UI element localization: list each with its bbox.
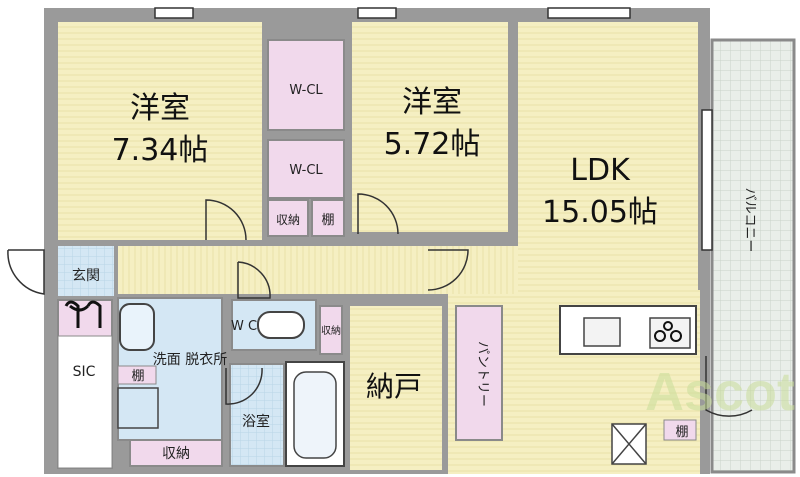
western2-size: 5.72帖 (384, 127, 481, 162)
window (701, 109, 713, 251)
window (547, 7, 631, 19)
nando-name: 納戸 (366, 370, 422, 403)
wcl-mid (267, 139, 345, 199)
washing-machine (117, 387, 159, 429)
sic-inner (57, 335, 113, 469)
tana-small (311, 199, 345, 237)
wcl-top-label: W-CL (289, 83, 323, 98)
fridge-x-icon (611, 423, 647, 465)
burner-icon (663, 321, 673, 331)
tana-kitchen-label: 棚 (675, 425, 688, 440)
wcl-top (267, 39, 345, 131)
shuno-wc-label: 収納 (321, 324, 341, 337)
door-swing (7, 249, 45, 295)
door-swing (705, 356, 753, 417)
washbasin (119, 303, 155, 351)
slippers-icon (64, 300, 102, 328)
shuno-small (267, 199, 309, 237)
door-swing (205, 199, 247, 241)
balcony-area (710, 38, 796, 474)
tana-kitchen (663, 419, 697, 441)
tana-wash (117, 365, 157, 385)
balcony-label: バルコニー (742, 188, 757, 253)
bath-label: 浴室 (242, 413, 270, 430)
door-swing (237, 261, 271, 299)
tana-wash-label: 棚 (131, 369, 144, 384)
door-swing (357, 193, 399, 235)
western-room-1 (58, 22, 262, 240)
bath-room (229, 363, 285, 467)
window (154, 7, 194, 19)
western-room-2 (352, 22, 508, 232)
western2-name: 洋室 (402, 85, 462, 120)
toilet (257, 311, 305, 339)
wcl-mid-label: W-CL (289, 163, 323, 178)
bathtub-inner (293, 371, 337, 459)
door-swing (427, 249, 469, 291)
shuno-bottom-label: 収納 (162, 446, 190, 462)
shuno-bottom (129, 439, 223, 467)
window (357, 7, 397, 19)
entrance-area (58, 246, 114, 296)
western1-size: 7.34帖 (112, 133, 209, 168)
western1-name: 洋室 (130, 91, 190, 126)
watermark-logo: Ascot (645, 362, 795, 422)
burner-icon (670, 330, 682, 342)
door-swing (225, 367, 263, 405)
shuno-small-label: 収納 (276, 213, 300, 227)
burner-icon (654, 330, 666, 342)
wc-label: W C (231, 319, 257, 334)
kitchen-sink (583, 317, 621, 347)
shuno-wc (319, 305, 343, 355)
pantry-label: パントリー (475, 341, 490, 407)
entrance-label: 玄関 (72, 267, 100, 284)
sic-label: SIC (73, 364, 96, 380)
pantry-area (455, 305, 503, 441)
hallway (118, 246, 518, 294)
ldk-name: LDK (570, 153, 631, 188)
wash-label: 洗面 脱衣所 (153, 352, 227, 368)
ldk-size: 15.05帖 (542, 195, 658, 230)
nando-room (350, 306, 442, 470)
tana-small-label: 棚 (321, 213, 334, 228)
